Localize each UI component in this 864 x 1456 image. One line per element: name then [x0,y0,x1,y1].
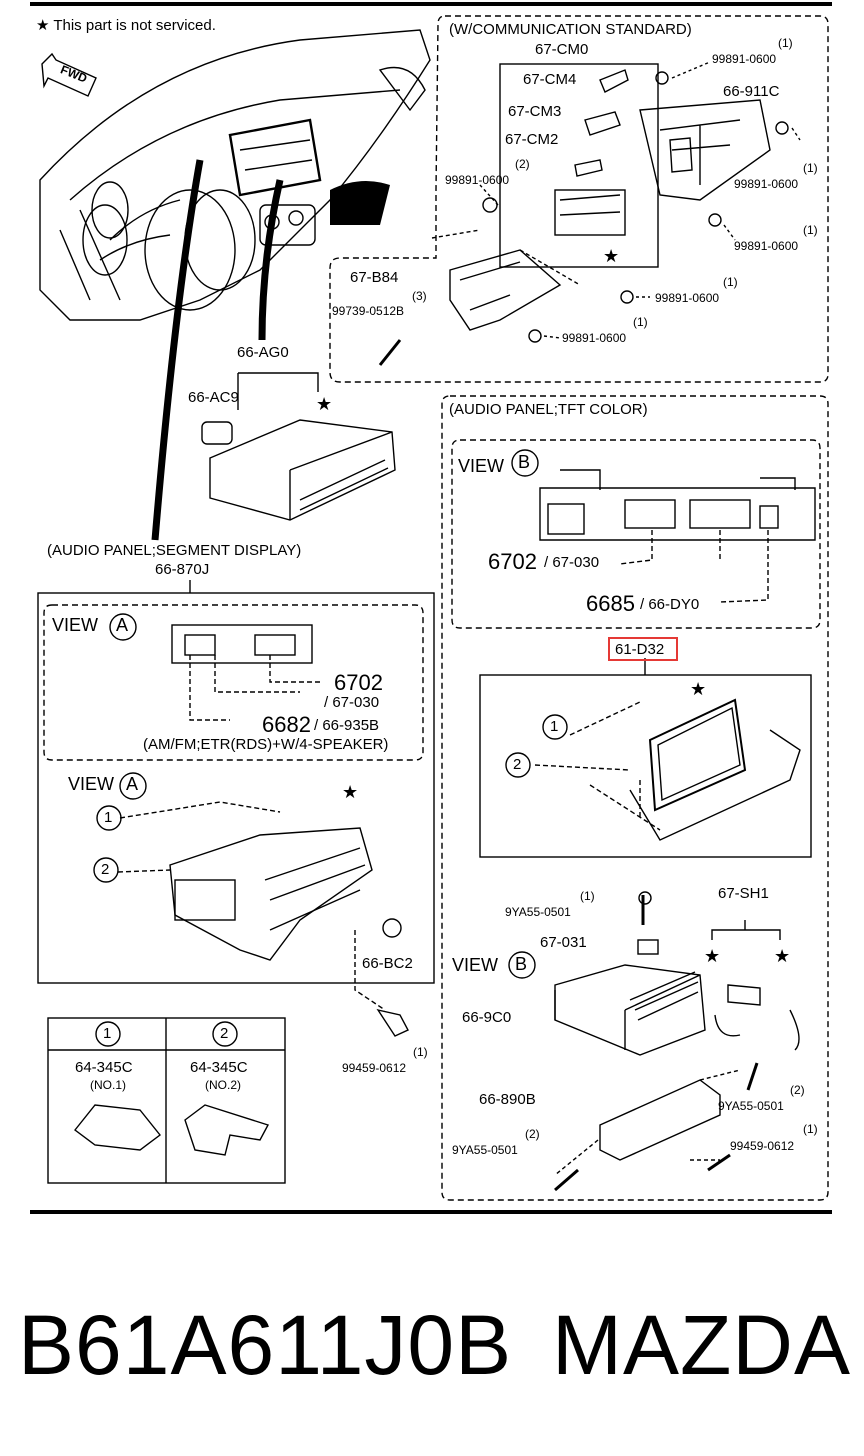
part-67-cm4: 67-CM4 [523,71,577,88]
bolt-9ya55-0501: 9YA55-0501 [718,1099,784,1113]
not-serviced-note: ★ This part is not serviced. [36,17,216,34]
qty: (2) [790,1083,805,1097]
bolt-99459-0612: 99459-0612 [730,1139,795,1153]
view-letter-b: B [515,954,528,974]
svg-text:★: ★ [774,946,790,967]
bolt-99891-0600: 99891-0600 [734,239,799,253]
fwd-arrow-icon [41,52,97,97]
bolt-99891-0600: 99891-0600 [734,177,799,191]
connector-6702: 6702 [488,549,537,574]
part-66-911c: 66-911C [723,83,780,100]
svg-text:★: ★ [342,782,358,803]
part-61-d32: 61-D32 [615,641,665,658]
brand-name: MAZDA [552,1298,851,1392]
callout-1: 1 [550,718,559,735]
bolt-99891-0600: 99891-0600 [712,52,777,66]
part-66-ac9: 66-AC9 [188,389,239,406]
connector-67-030: / 67-030 [544,554,600,571]
qty: (1) [803,1122,818,1136]
view-label: VIEW [68,774,115,794]
qty: (2) [515,157,530,171]
part-67-cm0: 67-CM0 [535,41,589,58]
part-67-031: 67-031 [540,934,587,951]
qty: (1) [633,315,648,329]
segment-title: (AUDIO PANEL;SEGMENT DISPLAY) [47,542,302,559]
svg-text:★: ★ [603,246,619,267]
part-66-ag0: 66-AG0 [237,344,289,361]
bolt-99891-0600: 99891-0600 [562,331,627,345]
connector-66-935b: / 66-935B [314,717,380,734]
part-66-870j: 66-870J [155,561,210,578]
comm-standard-title: (W/COMMUNICATION STANDARD) [449,21,692,38]
part-number: B61A611J0B [18,1298,513,1392]
dashboard-illustration [39,29,431,541]
speaker-note: (AM/FM;ETR(RDS)+W/4-SPEAKER) [143,736,389,753]
view-letter-a: A [126,774,139,794]
part-66-9c0: 66-9C0 [462,1009,512,1026]
view-label: VIEW [52,615,99,635]
view-letter-a: A [116,615,129,635]
callout-2: 2 [513,756,522,773]
clip-part-2: 64-345C [190,1059,248,1076]
bolt-9ya55-0501: 9YA55-0501 [452,1143,518,1157]
bolt-99891-0600: 99891-0600 [445,173,510,187]
qty: (3) [412,289,427,303]
connector-6685: 6685 [586,591,635,616]
table-header-1: 1 [103,1025,112,1042]
connector-66-dy0: / 66-DY0 [640,596,700,613]
qty: (2) [525,1127,540,1141]
svg-text:★: ★ [316,394,332,415]
connector-67-030: / 67-030 [324,694,380,711]
svg-text:★: ★ [690,679,706,700]
qty: (1) [580,889,595,903]
bolt-99459-0612: 99459-0612 [342,1061,407,1075]
clip-note-1: (NO.1) [90,1078,126,1092]
view-letter-b: B [518,452,531,472]
part-67-cm2: 67-CM2 [505,131,559,148]
view-label: VIEW [452,955,499,975]
part-66-bc2: 66-BC2 [362,955,413,972]
connector-6682: 6682 [262,712,311,737]
bolt-9ya55-0501: 9YA55-0501 [505,905,571,919]
qty: (1) [413,1045,428,1059]
highlight-box [608,637,678,661]
bolt-99891-0600: 99891-0600 [655,291,720,305]
part-67-sh1: 67-SH1 [718,885,769,902]
callout-2: 2 [101,861,110,878]
clip-part-1: 64-345C [75,1059,133,1076]
qty: (1) [778,36,793,50]
callout-1: 1 [104,809,113,826]
connector-6702: 6702 [334,670,383,695]
qty: (1) [723,275,738,289]
bolt-99739-0512b: 99739-0512B [332,304,405,318]
part-67-cm3: 67-CM3 [508,103,562,120]
table-header-2: 2 [220,1025,229,1042]
tft-title: (AUDIO PANEL;TFT COLOR) [449,401,648,418]
tft-box [441,395,829,1201]
qty: (1) [803,161,818,175]
svg-text:★: ★ [704,946,720,967]
part-66-890b: 66-890B [479,1091,536,1108]
part-67-b84: 67-B84 [350,269,399,286]
qty: (1) [803,223,818,237]
view-label: VIEW [458,456,505,476]
clip-note-2: (NO.2) [205,1078,241,1092]
